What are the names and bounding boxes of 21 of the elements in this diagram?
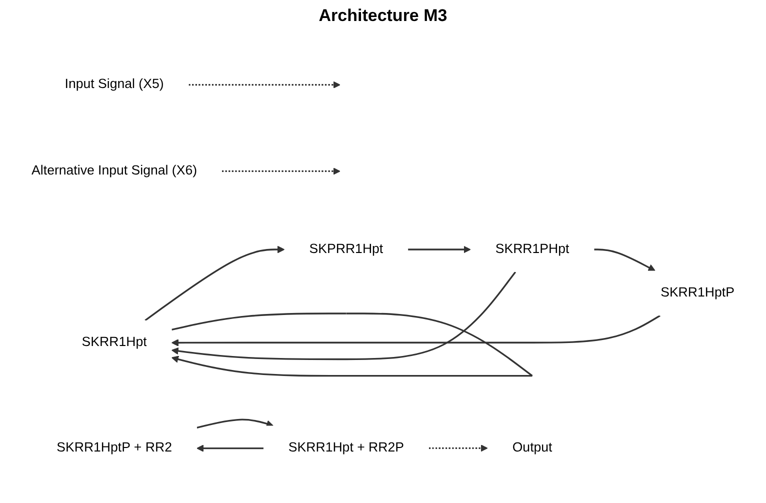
arrow (188, 81, 340, 88)
arrow (171, 314, 660, 346)
arrow (171, 271, 516, 360)
arrow (594, 248, 656, 272)
arrow (144, 246, 285, 322)
diagram-title: Architecture M3 (318, 6, 448, 26)
node-text: Input Signal (X5) (64, 77, 164, 92)
node-text: Alternative Input Signal (X6) (32, 164, 198, 178)
node-text: SKRR1Hpt (82, 335, 147, 350)
node-text: SKRR1HptP + RR2 (56, 440, 172, 455)
arrow (196, 418, 274, 429)
node-text: SKRR1Hpt + RR2P (288, 440, 404, 455)
arrow (428, 444, 488, 452)
node-text: SKPRR1Hpt (309, 242, 384, 256)
arrow (196, 444, 264, 452)
node-text: SKRR1HptP (660, 286, 734, 300)
arrow (408, 246, 471, 254)
arrow (222, 168, 340, 175)
arrow (171, 312, 533, 377)
node-text: Output (512, 440, 552, 455)
node-text: SKRR1PHpt (495, 242, 570, 256)
